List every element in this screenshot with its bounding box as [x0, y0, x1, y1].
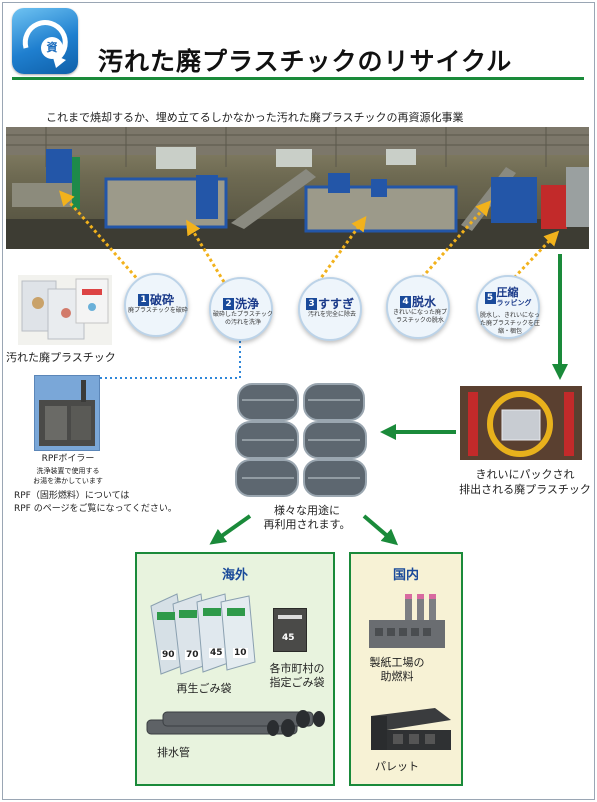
arrow-to-overseas: [209, 514, 252, 545]
step-number: 5: [484, 291, 496, 304]
step-number: 4: [399, 295, 411, 308]
recycled-bags-label: 再生ごみ袋: [176, 682, 232, 695]
arrow-step4: [416, 200, 492, 284]
recycled-bags-photo: 90 70 45 10: [147, 590, 259, 676]
boiler-connector: [100, 336, 241, 379]
bales-photo: [232, 380, 372, 500]
pallet-label: パレット: [375, 760, 419, 773]
recycle-arrow-icon: [22, 20, 68, 68]
step-name: 洗浄: [234, 297, 259, 311]
boiler-description-line: 洗浄装置で使用する: [36, 467, 100, 475]
packed-caption-line: きれいにパックされ: [475, 468, 575, 481]
subtitle: これまで焼却するか、埋め立てるしかなかった汚れた廃プラスチックの再資源化事業: [46, 111, 464, 124]
bag-size-label: 90: [161, 650, 176, 660]
step-name: すすぎ: [317, 297, 354, 311]
reuse-caption-line: 様々な用途に: [274, 504, 340, 517]
paper-mill-fuel-line: 助燃料: [380, 670, 414, 683]
factory-photo: [6, 127, 589, 249]
reuse-caption-line: 再利用されます。: [263, 518, 351, 531]
reuse-caption: 様々な用途に 再利用されます。: [252, 504, 362, 532]
designated-bags-label: 各市町村の 指定ごみ袋: [259, 662, 335, 690]
packed-caption: きれいにパックされ 排出される廃プラスチック: [456, 467, 594, 497]
step-description: 破砕したプラスチックの汚れを洗浄: [213, 311, 273, 326]
step-name-sub: ラッピング: [496, 298, 532, 307]
boiler-label: RPFボイラー: [41, 454, 95, 464]
paper-mill-fuel-line: 製紙工場の: [369, 656, 425, 669]
dirty-plastic-label: 汚れた廃プラスチック: [6, 351, 116, 364]
domestic-title: 国内: [392, 568, 419, 583]
arrow-to-domestic: [362, 514, 399, 546]
paper-mill-icon: [365, 590, 449, 650]
bag-size-label: 45: [209, 648, 224, 658]
domestic-panel: 国内 製紙工場の 助燃料 パレット: [349, 552, 463, 786]
step-number: 2: [222, 297, 234, 310]
pallet-photo: [365, 704, 455, 754]
boiler-description: 洗浄装置で使用する お湯を沸かしています: [28, 466, 108, 486]
designated-bag-size: 45: [282, 633, 295, 643]
step-name: 破砕: [149, 293, 174, 307]
bag-size-label: 10: [233, 648, 248, 658]
step-description: 汚れを完全に除去: [307, 311, 356, 318]
arrow-step5: [508, 230, 560, 284]
boiler-description-line: お湯を沸かしています: [33, 477, 103, 485]
designated-bags-line: 各市町村の: [269, 662, 325, 675]
designated-bags-line: 指定ごみ袋: [269, 676, 325, 689]
title-underline: [12, 77, 584, 80]
page-title: 汚れた廃プラスチックのリサイクル: [98, 47, 513, 76]
overseas-title: 海外: [221, 568, 248, 583]
drain-pipe-photo: [143, 706, 327, 746]
step-name: 圧縮: [496, 285, 519, 299]
rpf-boiler-photo: [34, 375, 100, 451]
recycle-logo: 資: [12, 8, 78, 74]
step-number: 3: [305, 297, 317, 310]
paper-mill-fuel-label: 製紙工場の 助燃料: [355, 656, 439, 684]
step-number: 1: [137, 293, 149, 306]
dirty-plastic-photo: [18, 275, 112, 345]
step-name: 脱水: [411, 295, 436, 309]
packing-machine-photo: [460, 386, 582, 460]
step-description: 脱水し、きれいになった廃プラスチックを圧縮・梱包: [480, 312, 541, 335]
rpf-note: RPF（固形燃料）については RPF のページをご覧になってください。: [14, 490, 177, 516]
step-description: 廃プラスチックを破砕: [128, 307, 188, 314]
arrow-step1: [59, 190, 142, 283]
designated-bag-photo: 45: [273, 608, 307, 652]
bag-size-label: 70: [185, 650, 200, 660]
drain-pipe-label: 排水管: [157, 746, 190, 759]
logo-text: 資: [46, 41, 58, 54]
step-description: きれいになった廃プラスチックの脱水: [392, 309, 447, 324]
packed-caption-line: 排出される廃プラスチック: [459, 483, 591, 496]
overseas-panel: 海外 90 70 45 10 再生ごみ袋 45 各市町村の 指定ごみ袋: [135, 552, 335, 786]
rpf-note-line: RPF のページをご覧になってください。: [14, 504, 177, 514]
arrow-step2: [186, 219, 226, 283]
rpf-note-line: RPF（固形燃料）については: [14, 491, 130, 501]
arrow-step3: [316, 215, 367, 283]
